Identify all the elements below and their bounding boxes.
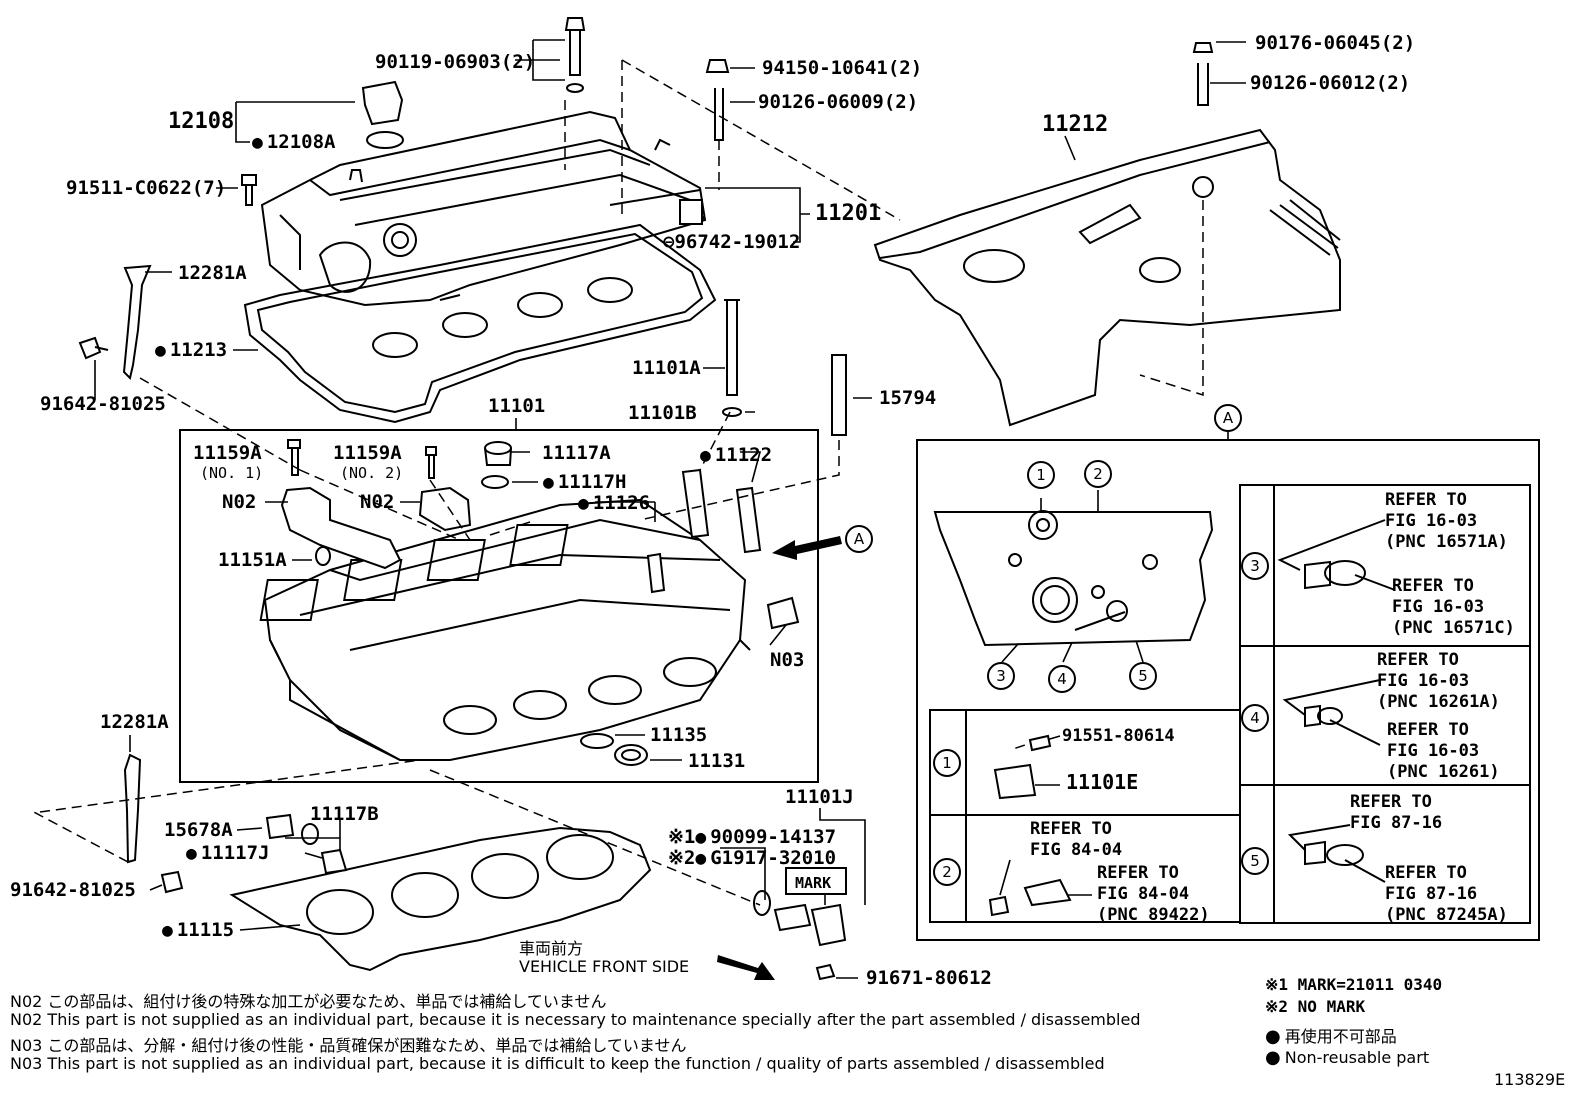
part-label-96742-num: 96742-19012	[674, 231, 801, 253]
detail-a-header: A	[1214, 404, 1242, 432]
note-n02-en: N02 This part is not supplied as an indi…	[10, 1010, 1141, 1029]
part-label-90099: ※190099-14137	[668, 826, 836, 848]
part-label-91511: 91511-C0622(7)	[66, 177, 227, 199]
arrows	[717, 536, 842, 980]
row-callout-3: 3	[1241, 552, 1269, 580]
engine-cover-drawing	[873, 42, 1341, 427]
part-label-11101B: 11101B	[628, 402, 697, 424]
part-label-90099-num: 90099-14137	[695, 826, 836, 848]
part-label-94150: 94150-10641(2)	[762, 57, 923, 79]
legend-mark-2: ※2 NO MARK	[1265, 997, 1366, 1016]
part-label-12281A-top: 12281A	[178, 262, 247, 284]
front-side-jp: 車両前方	[519, 939, 584, 958]
part-label-11159A-no2-sub: (NO. 2)	[340, 464, 404, 482]
detail-callout-3: 3	[987, 662, 1015, 690]
part-label-12108: 12108	[168, 109, 235, 134]
part-label-15678A: 15678A	[164, 819, 233, 841]
part-label-11151A: 11151A	[218, 549, 287, 571]
mark-box-label: MARK	[795, 874, 832, 892]
row-callout-1: 1	[933, 749, 961, 777]
cylinder-head-drawing	[259, 439, 800, 766]
part-label-90176: 90176-06045(2)	[1255, 32, 1416, 54]
ref-fig-16-03-16571A: REFER TO FIG 16-03 (PNC 16571A)	[1385, 490, 1508, 552]
figure-number: 113829E	[1494, 1070, 1566, 1089]
legend-non-reusable-en: Non-reusable part	[1265, 1047, 1429, 1068]
note-n03-jp: N03 この部品は、分解・組付け後の性能・品質確保が困難なため、単品では補給して…	[10, 1036, 687, 1055]
part-label-91551: 91551-80614	[1062, 726, 1175, 746]
part-label-91671: 91671-80612	[866, 967, 992, 989]
ref-fig-16-03-16571C: REFER TO FIG 16-03 (PNC 16571C)	[1392, 576, 1515, 638]
part-label-11135: 11135	[650, 724, 708, 746]
part-label-N02-b: N02	[360, 491, 395, 513]
row-callout-4: 4	[1241, 704, 1269, 732]
part-label-90126-12: 90126-06012(2)	[1250, 72, 1411, 94]
part-label-11213: 11213	[155, 340, 227, 361]
part-label-90119: 90119-06903(2)	[375, 51, 536, 73]
part-label-11117H: 11117H	[543, 472, 627, 493]
detail-a-callout: A	[845, 525, 873, 553]
part-label-G1917: ※2G1917-32010	[668, 847, 836, 869]
cylinder-head-cover-drawing	[260, 110, 707, 307]
note-n03-en: N03 This part is not supplied as an indi…	[10, 1054, 1105, 1073]
ref-fig-16-03-16261A: REFER TO FIG 16-03 (PNC 16261A)	[1377, 650, 1500, 712]
assembly-dash-lines	[29, 59, 1204, 906]
part-label-11101A: 11101A	[632, 357, 701, 379]
row-callout-2: 2	[933, 858, 961, 886]
part-label-11115: 11115	[162, 920, 234, 941]
front-side-en: VEHICLE FRONT SIDE	[519, 957, 690, 976]
part-label-N02-a: N02	[222, 491, 257, 513]
part-label-11117A: 11117A	[542, 442, 611, 464]
part-label-11122: 11122	[700, 445, 772, 466]
part-label-11212: 11212	[1042, 112, 1109, 137]
part-label-91642-bottom: 91642-81025	[10, 879, 136, 901]
detail-callout-5: 5	[1129, 662, 1157, 690]
head-gasket-drawing	[123, 753, 847, 981]
detail-callout-4: 4	[1048, 665, 1076, 693]
part-label-11201: 11201	[815, 201, 882, 226]
legend-mark-1: ※1 MARK=21011 0340	[1265, 975, 1443, 994]
part-label-96742: ⊖96742-19012	[663, 231, 801, 253]
head-cover-gasket-drawing	[243, 223, 717, 424]
part-label-91642-top: 91642-81025	[40, 393, 166, 415]
detail-a-drawing	[933, 510, 1396, 917]
ref-fig-16-03-16261: REFER TO FIG 16-03 (PNC 16261)	[1387, 720, 1500, 782]
note-n02-jp: N02 この部品は、組付け後の特殊な加工が必要なため、単品では補給していません	[10, 992, 607, 1011]
part-label-N03: N03	[770, 649, 805, 671]
part-label-11159A-no2: 11159A	[333, 442, 402, 464]
part-label-11159A-no1-sub: (NO. 1)	[200, 464, 264, 482]
part-label-12281A-bottom: 12281A	[100, 711, 169, 733]
frames	[179, 429, 1540, 941]
fasteners-top-drawing	[78, 17, 847, 436]
part-label-11159A-no1: 11159A	[193, 442, 262, 464]
ref-fig-84-04-b: REFER TO FIG 84-04 (PNC 89422)	[1097, 863, 1210, 925]
detail-callout-2: 2	[1084, 460, 1112, 488]
row-callout-5: 5	[1241, 847, 1269, 875]
part-label-11117B: 11117B	[310, 803, 379, 825]
part-label-11101E: 11101E	[1066, 770, 1139, 794]
detail-callout-1: 1	[1027, 461, 1055, 489]
ref-fig-87-16-b: REFER TO FIG 87-16 (PNC 87245A)	[1385, 863, 1508, 925]
part-label-11131: 11131	[688, 750, 746, 772]
part-label-90126-09: 90126-06009(2)	[758, 91, 919, 113]
part-label-12108A: 12108A	[252, 132, 336, 153]
part-label-11101: 11101	[488, 395, 546, 417]
ref-fig-84-04-a: REFER TO FIG 84-04	[1030, 819, 1123, 860]
ref-fig-87-16-a: REFER TO FIG 87-16	[1350, 792, 1443, 833]
part-label-15794: 15794	[879, 387, 937, 409]
legend-non-reusable-jp: 再使用不可部品	[1265, 1023, 1397, 1047]
part-label-11117J: 11117J	[186, 843, 270, 864]
part-label-11101J: 11101J	[785, 786, 854, 808]
part-label-11126: 11126	[578, 493, 650, 514]
mark-1-prefix: ※1	[668, 826, 696, 848]
mark-2-prefix: ※2	[668, 847, 696, 869]
part-label-G1917-num: G1917-32010	[695, 847, 836, 869]
